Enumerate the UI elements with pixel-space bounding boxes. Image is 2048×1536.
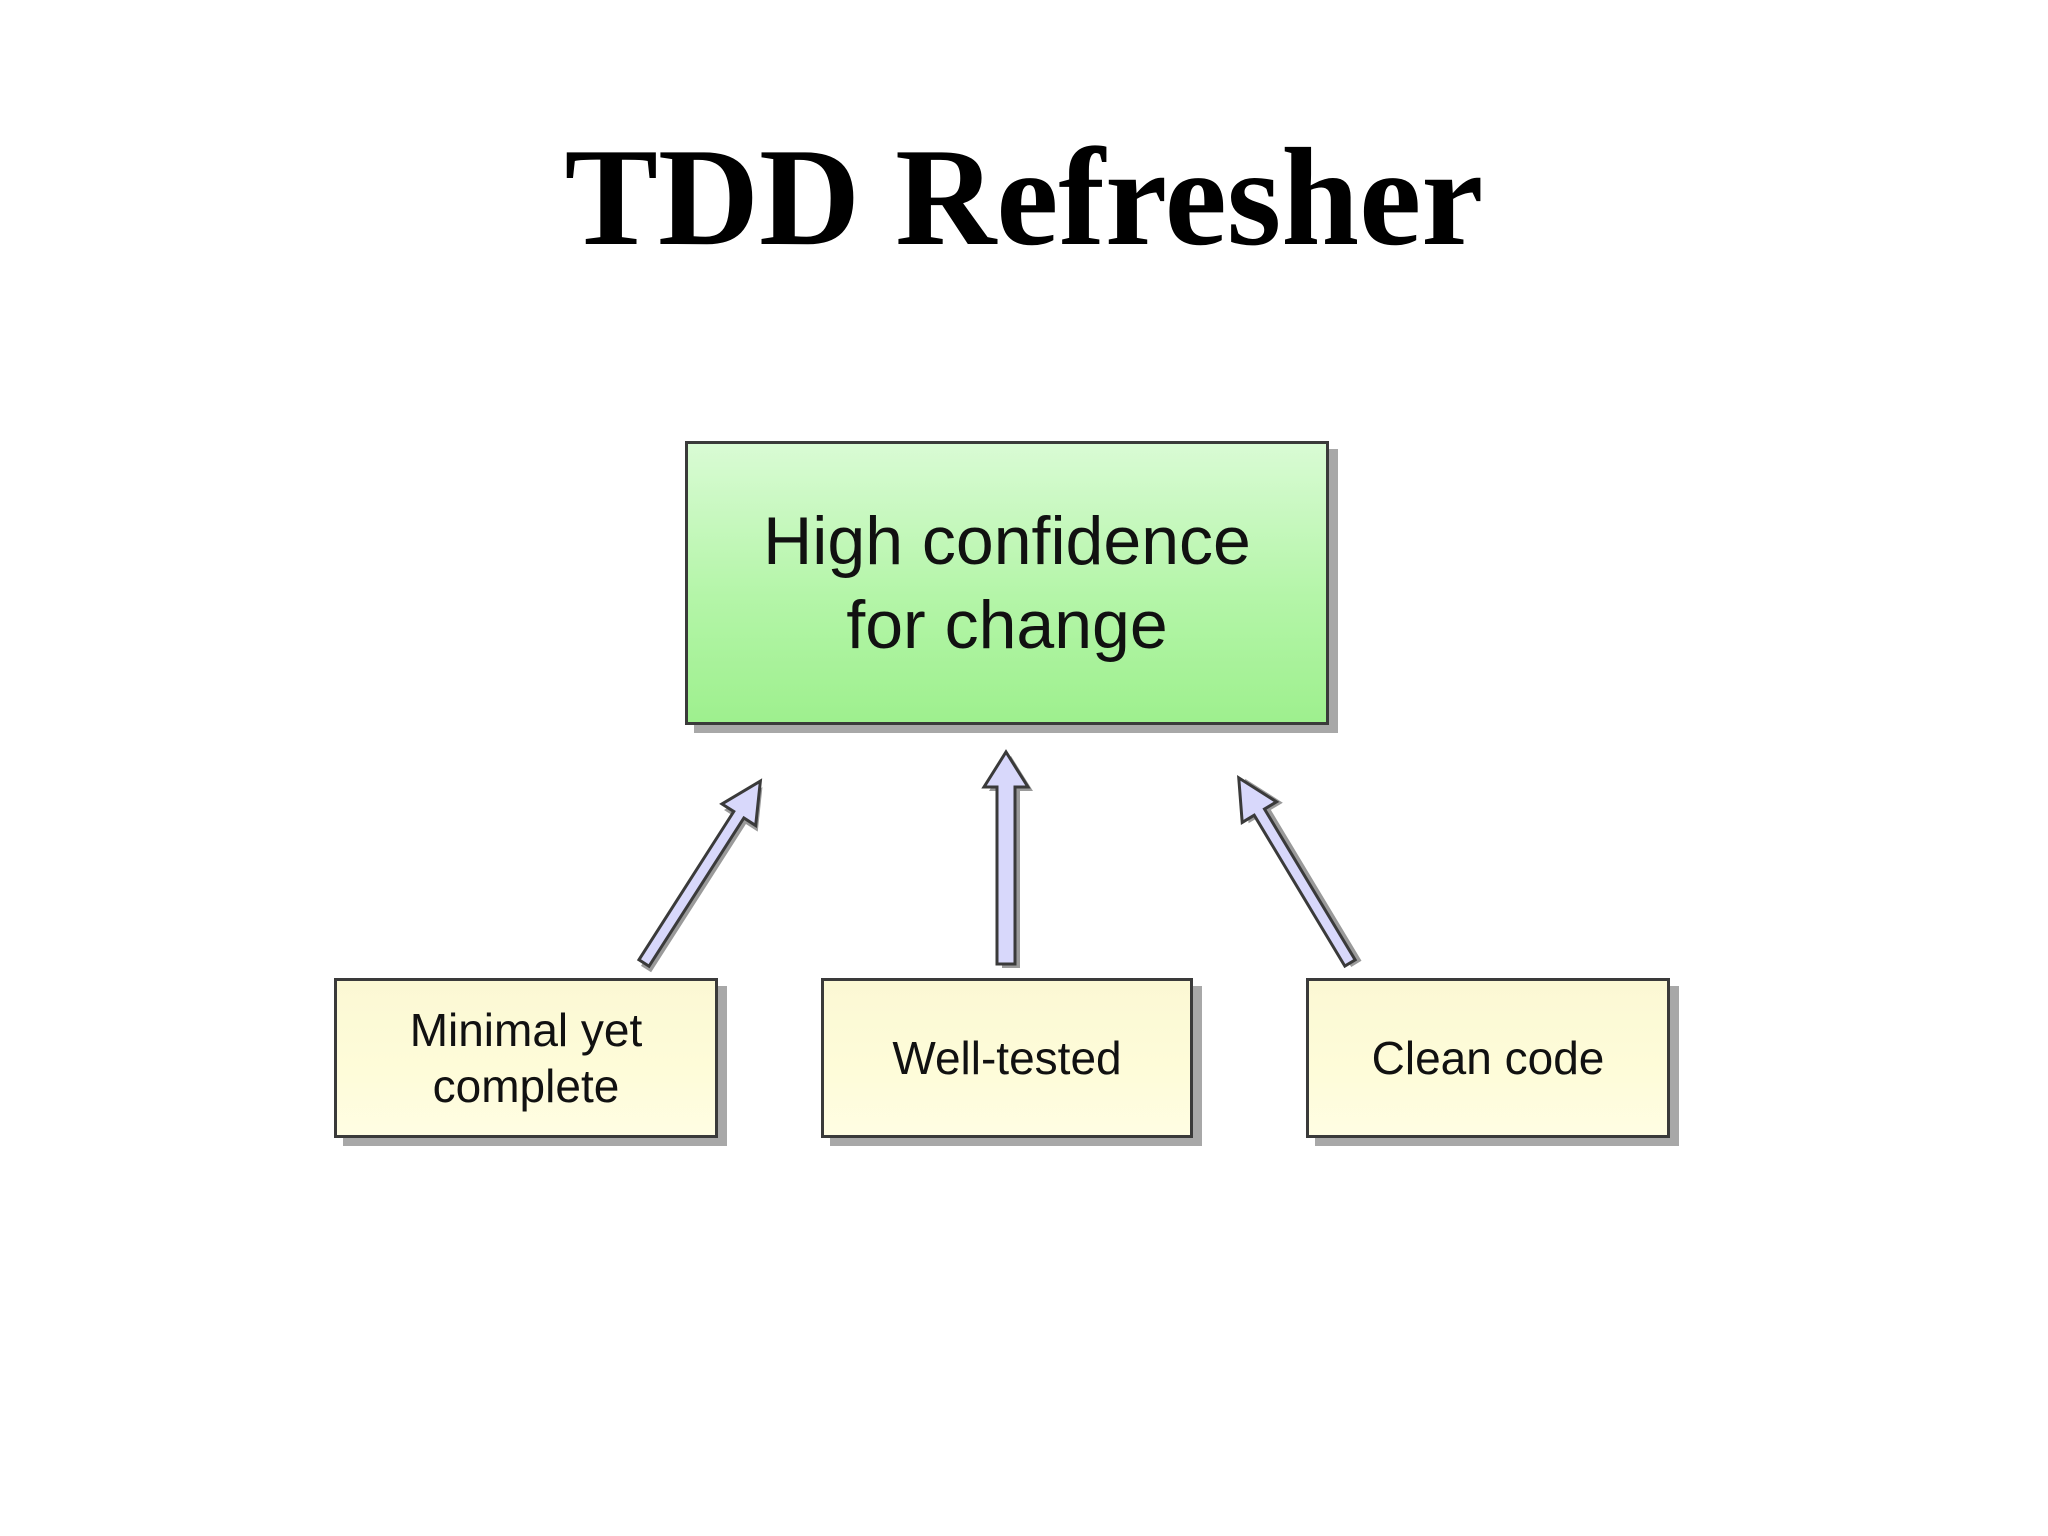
goal-box-high-confidence: High confidence for change [685,441,1329,725]
goal-box-label: High confidence for change [763,503,1251,663]
box-clean-code: Clean code [1306,978,1670,1138]
box-label-well-tested: Well-tested [892,1032,1122,1084]
arrow-left [636,778,763,973]
box-minimal-yet-complete: Minimal yet complete [334,978,718,1138]
box-label-clean-code: Clean code [1371,1032,1605,1084]
arrow-middle [981,749,1033,968]
slide-title: TDD Refresher [564,120,1484,275]
arrow-right [1237,774,1362,969]
box-well-tested: Well-tested [821,978,1193,1138]
box-label-minimal: Minimal yet complete [409,1004,643,1112]
